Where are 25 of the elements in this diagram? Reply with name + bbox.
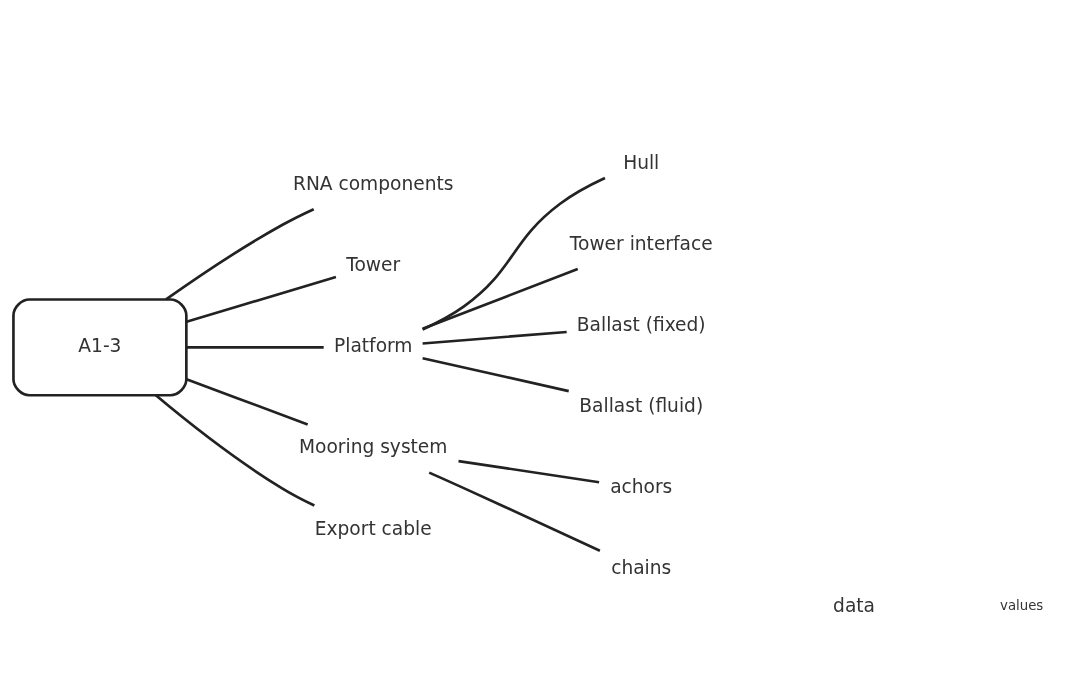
- node-text: Ballast (fixed): [576, 313, 706, 335]
- connector: [154, 393, 315, 507]
- node-text: chains: [611, 556, 672, 578]
- node-text: Ballast (fluid): [579, 394, 704, 416]
- connector: [422, 176, 606, 331]
- connector: [186, 345, 324, 349]
- label: values: [1000, 597, 1044, 613]
- connector: [458, 459, 600, 484]
- connector: [186, 377, 309, 426]
- connector: [165, 207, 315, 301]
- label: data: [833, 594, 876, 616]
- connector: [422, 267, 579, 330]
- node-text: achors: [610, 475, 673, 497]
- node-text: Platform: [333, 334, 413, 356]
- node-text: Export cable: [314, 517, 432, 539]
- node-text: Hull: [623, 151, 660, 173]
- node-text: Tower interface: [569, 232, 713, 254]
- node-text: Tower: [346, 253, 401, 275]
- node-box: A1-3: [12, 297, 188, 397]
- connector: [186, 275, 337, 323]
- node-text: Mooring system: [299, 435, 448, 457]
- connector: [422, 330, 567, 345]
- connector: [422, 356, 570, 392]
- connector: [428, 470, 601, 552]
- node-text: RNA components: [292, 172, 454, 194]
